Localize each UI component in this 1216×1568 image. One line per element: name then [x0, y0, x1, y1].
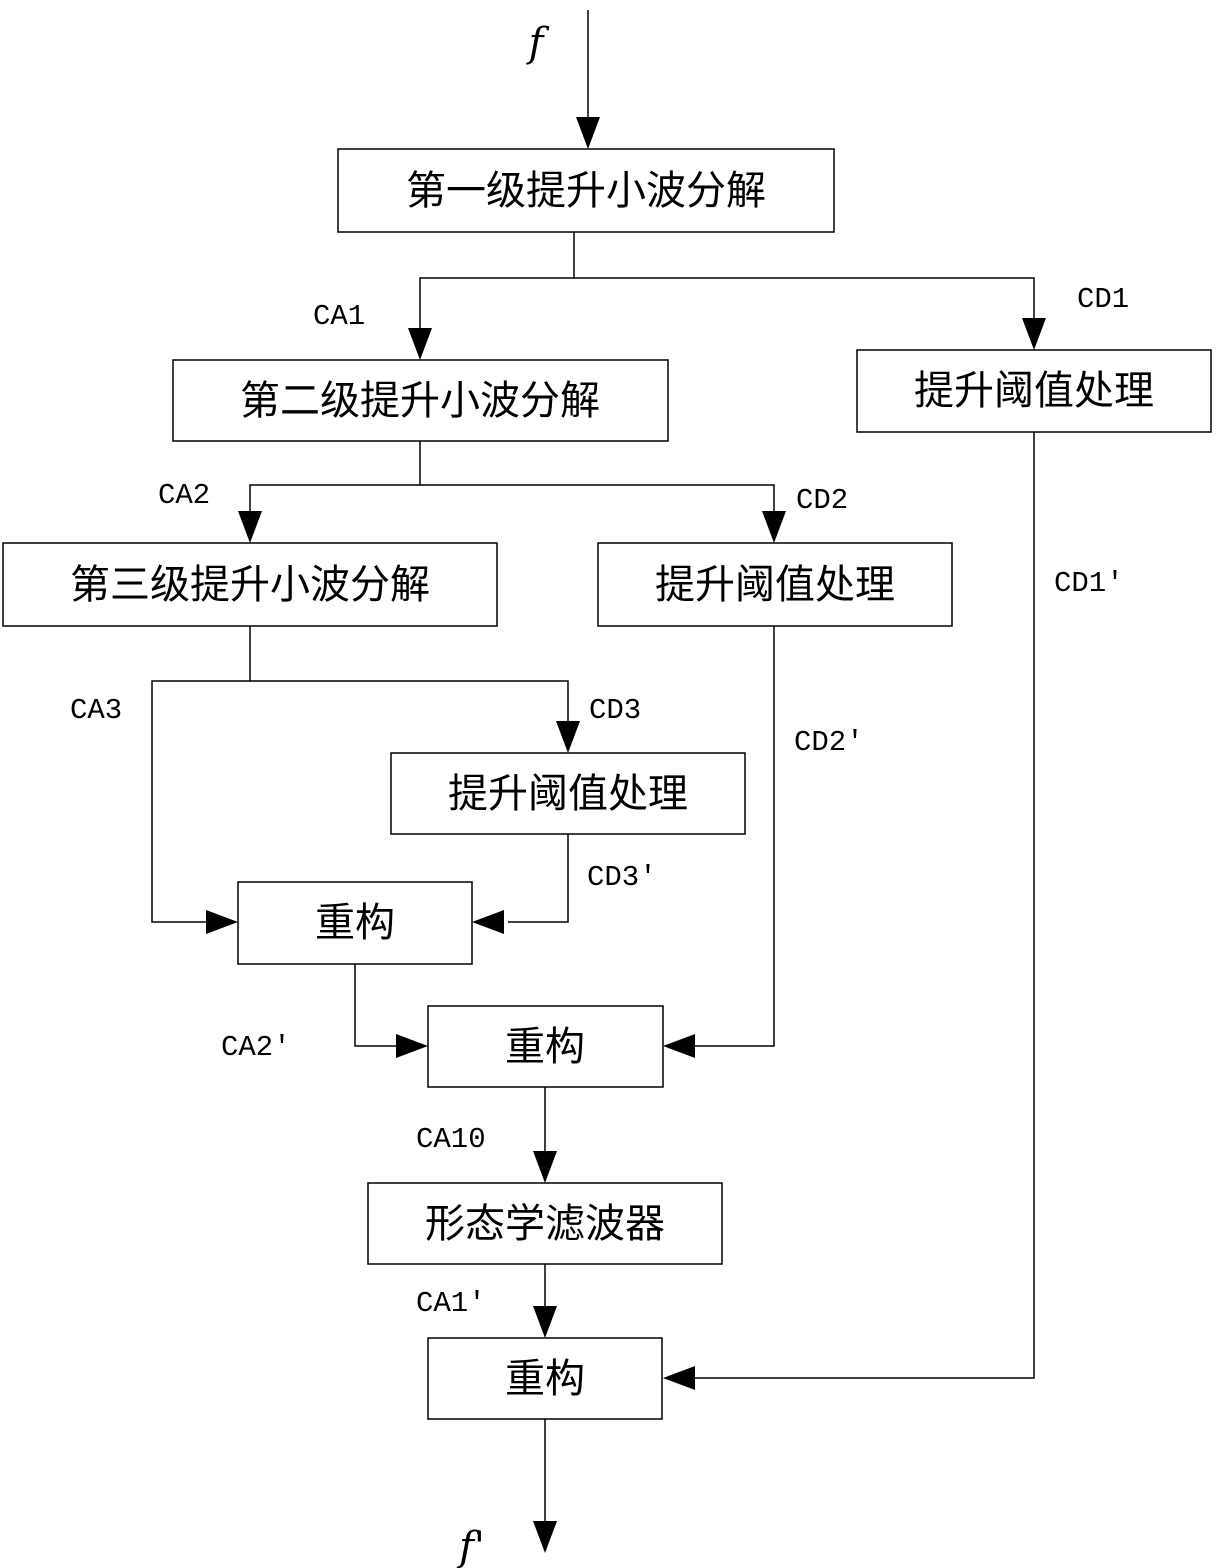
box-recon3-label: 重构 — [315, 900, 395, 946]
arrowhead-recon3-left — [206, 910, 238, 934]
box-thresh3-label: 提升阈值处理 — [448, 771, 688, 817]
box-thresh2-label: 提升阈值处理 — [655, 562, 895, 608]
box-decomp3: 第三级提升小波分解 — [3, 543, 497, 626]
box-recon2: 重构 — [428, 1006, 663, 1087]
arrowhead-recon2-left — [396, 1034, 428, 1058]
arrowhead-into-recon1 — [533, 1306, 557, 1338]
box-recon3: 重构 — [238, 882, 472, 964]
box-thresh1-label: 提升阈值处理 — [914, 368, 1154, 414]
edge-label-cd2: CD2 — [796, 484, 848, 517]
arrowhead-recon2-right — [663, 1034, 695, 1058]
output-label: f' — [456, 1524, 485, 1568]
box-recon1-label: 重构 — [505, 1356, 585, 1402]
arrowhead-into-thresh3 — [556, 721, 580, 753]
arrowhead-recon1-right — [663, 1366, 695, 1390]
arrowhead-into-decomp2 — [408, 328, 432, 360]
box-recon1: 重构 — [428, 1338, 662, 1419]
input-label: f — [526, 20, 550, 66]
box-decomp3-label: 第三级提升小波分解 — [70, 562, 430, 608]
edge-label-cd2-prime: CD2' — [794, 726, 864, 759]
arrowhead-into-thresh1 — [1022, 318, 1046, 350]
edge-label-ca1: CA1 — [313, 300, 365, 333]
edge-label-cd3: CD3 — [589, 694, 641, 727]
box-decomp2: 第二级提升小波分解 — [173, 360, 668, 441]
box-thresh3: 提升阈值处理 — [391, 753, 745, 834]
arrowhead-into-morph-filter — [533, 1151, 557, 1183]
arrowhead-into-decomp3 — [238, 511, 262, 543]
edge-label-cd1: CD1 — [1077, 283, 1129, 316]
box-morph-filter: 形态学滤波器 — [368, 1183, 722, 1264]
box-thresh1: 提升阈值处理 — [857, 350, 1211, 432]
box-thresh2: 提升阈值处理 — [598, 543, 952, 626]
box-morph-filter-label: 形态学滤波器 — [425, 1201, 665, 1247]
arrowhead-output — [533, 1521, 557, 1553]
box-decomp1: 第一级提升小波分解 — [338, 149, 834, 232]
box-decomp1-label: 第一级提升小波分解 — [406, 168, 766, 214]
edge-label-cd3-prime: CD3' — [587, 861, 657, 894]
edge-label-ca2: CA2 — [158, 479, 210, 512]
arrowhead-into-thresh2 — [762, 511, 786, 543]
arrowhead-recon3-right — [472, 910, 504, 934]
edge-label-cd1-prime: CD1' — [1054, 567, 1124, 600]
edge-label-ca1-prime: CA1' — [416, 1287, 486, 1320]
edge-label-ca2-prime: CA2' — [221, 1031, 291, 1064]
box-recon2-label: 重构 — [505, 1024, 585, 1070]
edge-label-ca3: CA3 — [70, 694, 122, 727]
edge-label-ca10: CA10 — [416, 1123, 486, 1156]
box-decomp2-label: 第二级提升小波分解 — [240, 378, 600, 424]
arrowhead-into-decomp1 — [576, 117, 600, 149]
